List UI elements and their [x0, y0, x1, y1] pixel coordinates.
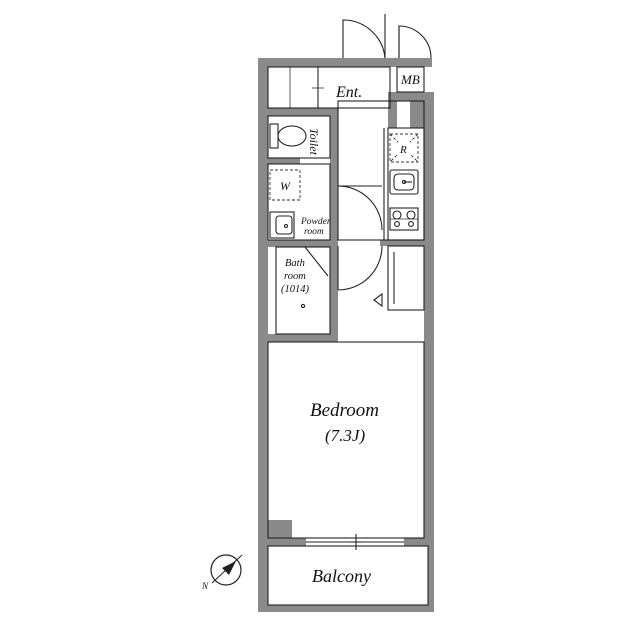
doors: [304, 14, 432, 308]
toilet-icon: [269, 123, 307, 149]
label-meter-box: MB: [400, 72, 420, 87]
room-outlines: [267, 66, 429, 606]
sink-icon: [269, 211, 295, 239]
label-bath-size: (1014): [281, 284, 309, 295]
stove-icon: [389, 207, 419, 231]
room-labels: Ent. MB Toilet W Powder room Bath room (…: [280, 72, 420, 586]
label-bedroom-size: (7.3J): [325, 426, 365, 445]
washer-icon: [269, 169, 301, 201]
label-fridge: R: [399, 144, 407, 156]
compass-north-label: N: [201, 581, 209, 591]
kitchen-sink-icon: [389, 169, 419, 195]
label-powder-1: Powder: [300, 217, 331, 227]
label-toilet: Toilet: [307, 128, 321, 156]
label-entrance: Ent.: [335, 84, 362, 101]
label-washer: W: [280, 179, 291, 193]
drain-icon: [300, 303, 306, 309]
structural-walls: [258, 58, 434, 612]
label-bedroom: Bedroom: [310, 400, 379, 421]
label-bath-2: room: [284, 271, 306, 282]
fridge-icon: [389, 133, 419, 163]
label-powder-2: room: [304, 227, 324, 237]
fixtures: [269, 123, 419, 309]
label-bath-1: Bath: [285, 258, 305, 269]
north-arrow-icon: N: [201, 554, 243, 591]
label-balcony: Balcony: [312, 566, 371, 586]
